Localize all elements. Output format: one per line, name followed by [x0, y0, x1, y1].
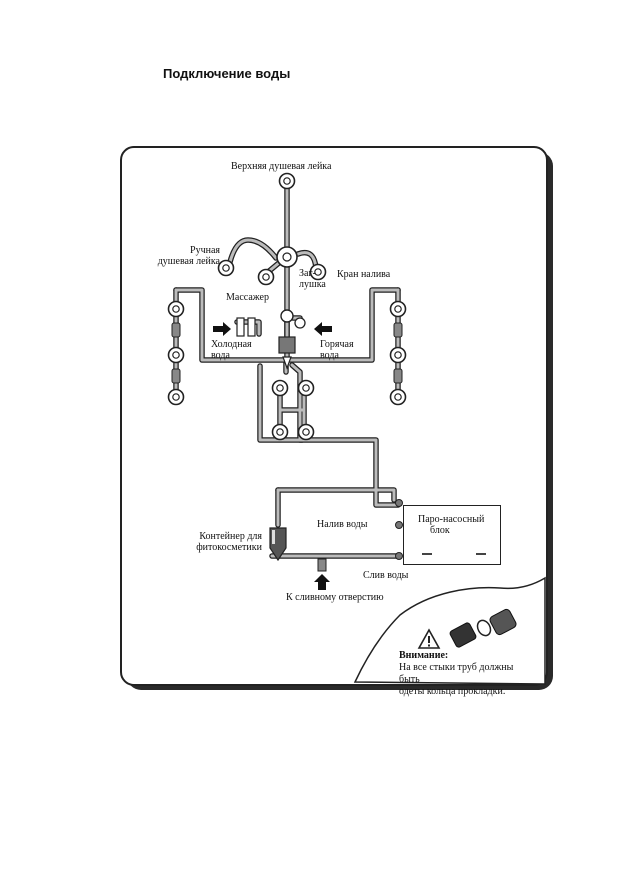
right-jet-3-icon — [389, 388, 407, 406]
unit-port-2-icon — [395, 521, 403, 529]
massager-label: Массажер — [226, 292, 269, 303]
steam-pump-unit: Паро-насосный блок — [403, 505, 501, 565]
container-label-1: Контейнер для — [199, 531, 262, 542]
left-jet-3-icon — [167, 388, 185, 406]
warning-text: На все стыки труб должны быть одеты коль… — [399, 662, 529, 698]
right-fitting-2-icon — [393, 368, 403, 384]
top-shower-label: Верхняя душевая лейка — [231, 161, 332, 172]
unit-label-1: Паро-насосный — [418, 514, 485, 525]
hand-shower-label-1: Ручная — [190, 245, 220, 256]
unit-indicator-right — [476, 553, 486, 555]
hot-water-label-2: вода — [320, 350, 339, 361]
cold-water-label-1: Холодная — [211, 339, 252, 350]
page-title: Подключение воды — [163, 66, 291, 81]
foot-jet-4-icon — [297, 423, 315, 441]
hand-shower-label-2: душевая лейка — [157, 256, 220, 267]
phyto-container-icon — [269, 527, 287, 562]
left-jet-2-icon — [167, 346, 185, 364]
to-drain-label: К сливному отверстию — [286, 592, 384, 603]
left-fitting-2-icon — [171, 368, 181, 384]
right-jet-1-icon — [389, 300, 407, 318]
mixer-valve-icon — [278, 336, 296, 370]
warning-line-2: одеты кольца прокладки. — [399, 686, 506, 697]
water-drain-label: Слив воды — [363, 570, 409, 581]
plug-icon — [257, 268, 275, 286]
unit-indicator-left — [422, 553, 432, 555]
cold-water-arrow-icon — [213, 322, 231, 336]
foot-jet-1-icon — [271, 379, 289, 397]
unit-port-1-icon — [395, 499, 403, 507]
warning-icon — [417, 628, 441, 649]
container-label-2: фитокосметики — [196, 542, 262, 553]
drain-fitting-icon — [317, 558, 327, 572]
top-shower-icon — [278, 172, 296, 190]
foot-jet-2-icon — [297, 379, 315, 397]
fill-tap-label: Кран налива — [337, 269, 391, 280]
drain-arrow-icon — [314, 574, 330, 590]
water-fill-label: Налив воды — [317, 519, 368, 530]
left-jet-1-icon — [167, 300, 185, 318]
note-panel — [353, 576, 546, 685]
warning-title: Внимание: — [399, 650, 449, 661]
warning-line-1: На все стыки труб должны быть — [399, 662, 514, 685]
gasket-detail-icon — [449, 608, 517, 648]
hot-water-label-1: Горячая — [320, 339, 354, 350]
plug-label-2: лушка — [299, 279, 326, 290]
plug-label-1: Заг- — [299, 268, 316, 279]
pipes-fill — [174, 184, 400, 558]
unit-port-3-icon — [395, 552, 403, 560]
unit-label-2: блок — [430, 525, 450, 536]
right-jet-2-icon — [389, 346, 407, 364]
hand-shower-icon — [217, 259, 235, 277]
right-fitting-1-icon — [393, 322, 403, 338]
cold-water-label-2: вода — [211, 350, 230, 361]
foot-jet-3-icon — [271, 423, 289, 441]
hot-water-arrow-icon — [314, 322, 332, 336]
left-fitting-1-icon — [171, 322, 181, 338]
distributor-hub-icon — [236, 246, 306, 337]
